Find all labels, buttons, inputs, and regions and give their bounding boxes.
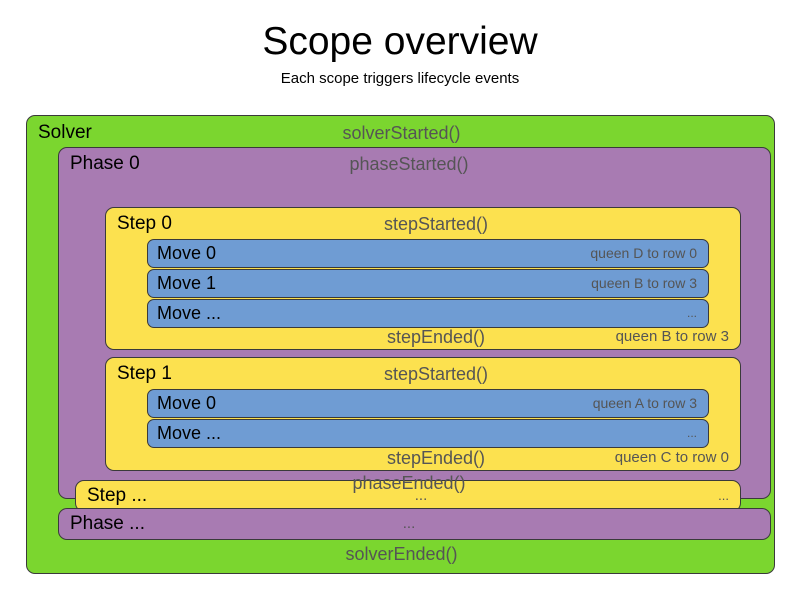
step0-ended-detail: queen B to row 3 [615,328,729,345]
move-label: Move ... [157,423,222,443]
phase-tail-event: ... [402,515,416,532]
step1-ended-detail: queen C to row 0 [614,449,729,466]
phase-scope-ellipsis[interactable]: Phase ... ... [58,508,771,540]
step1-ended-event: stepEnded() [386,448,486,468]
phase-started-event: phaseStarted() [349,154,469,174]
solver-started-event: solverStarted() [342,123,461,143]
step0-label: Step 0 [117,213,172,234]
move-detail: ... [686,306,697,320]
move-detail: queen B to row 3 [591,275,697,291]
move-label: Move ... [157,303,222,323]
step0-started-event: stepStarted() [383,214,489,234]
solver-header-row: Solver solverStarted() [27,120,774,146]
move-label: Move 0 [157,243,217,263]
step0-footer-row: stepEnded() queen B to row 3 [106,324,740,350]
move-label: Move 0 [157,393,217,413]
phase-tail-label: Phase ... [70,513,145,534]
move-item[interactable]: Move 0 queen A to row 3 [147,389,709,418]
move-item[interactable]: Move 0 queen D to row 0 [147,239,709,268]
step1-header-row: Step 1 stepStarted() [106,361,740,387]
phase-footer-row: phaseEnded() [59,470,770,496]
step1-started-event: stepStarted() [383,364,489,384]
step0-ended-event: stepEnded() [386,327,486,347]
solver-ended-event: solverEnded() [345,544,458,564]
step-tail-event: ... [414,487,428,504]
move-detail: ... [686,426,697,440]
step1-footer-row: stepEnded() queen C to row 0 [106,445,740,471]
phase-header-row: Phase 0 phaseStarted() [59,151,770,177]
move-detail: queen D to row 0 [590,245,697,261]
phase-ended-event: phaseEnded() [352,473,466,493]
solver-label: Solver [38,122,92,143]
step-scope-1[interactable]: Step 1 stepStarted() Move 0 queen A to r… [105,357,741,471]
page-title: Scope overview [262,20,538,63]
page-subtitle: Each scope triggers lifecycle events [280,70,520,87]
step-tail-detail: ... [718,488,729,503]
phase-tail-row: Phase ... ... [59,511,770,537]
phase-label: Phase 0 [70,153,140,174]
diagram-header: Scope overview Each scope triggers lifec… [0,0,800,87]
step-tail-row: Step ... ... ... [76,483,740,509]
move-item[interactable]: Move ... ... [147,299,709,328]
step1-label: Step 1 [117,363,172,384]
step-tail-label: Step ... [87,485,148,506]
step0-header-row: Step 0 stepStarted() [106,211,740,237]
move-item[interactable]: Move ... ... [147,419,709,448]
move-item[interactable]: Move 1 queen B to row 3 [147,269,709,298]
move-detail: queen A to row 3 [592,395,697,411]
solver-scope[interactable]: Solver solverStarted() Phase 0 phaseStar… [26,115,775,574]
step-scope-0[interactable]: Step 0 stepStarted() Move 0 queen D to r… [105,207,741,350]
move-label: Move 1 [157,273,217,293]
phase-scope[interactable]: Phase 0 phaseStarted() Step 0 stepStarte… [58,147,771,512]
solver-footer-row: solverEnded() [27,541,774,567]
